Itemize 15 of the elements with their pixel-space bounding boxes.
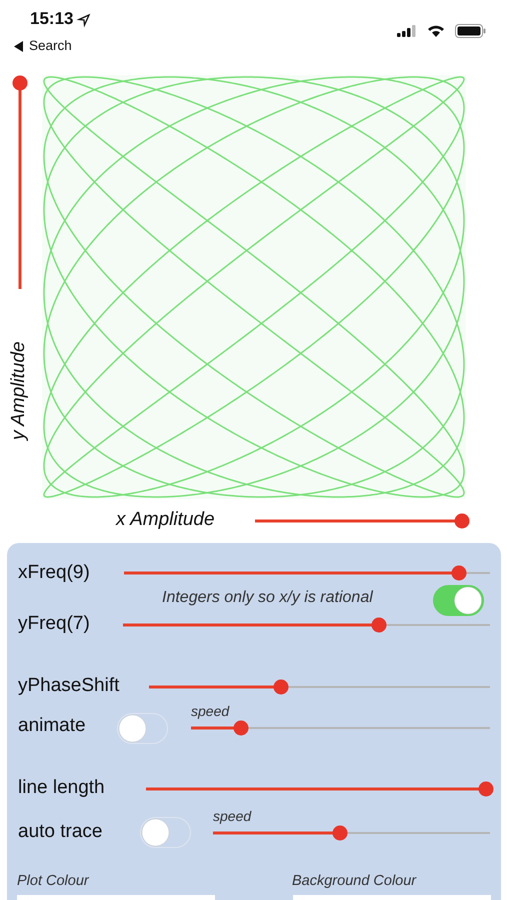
- slider-label: speed: [191, 703, 230, 720]
- back-link: Search: [29, 38, 72, 54]
- slider-label: speed: [213, 808, 252, 824]
- axis-label: y Amplitude: [8, 341, 30, 440]
- field-label: Background Colour: [292, 873, 416, 890]
- axis-label: x Amplitude: [116, 509, 215, 531]
- slider-label: yFreq(7): [18, 613, 90, 635]
- hint-text: Integers only so x/y is rational: [162, 589, 373, 608]
- slider-label: yPhaseShift: [18, 675, 120, 697]
- slider-label: xFreq(9): [18, 562, 90, 584]
- toggle-label: auto trace: [18, 821, 102, 843]
- field-label: Plot Colour: [17, 873, 89, 890]
- status-time: 15:13: [30, 9, 74, 29]
- toggle-label: animate: [18, 715, 86, 737]
- slider-label: line length: [18, 777, 105, 799]
